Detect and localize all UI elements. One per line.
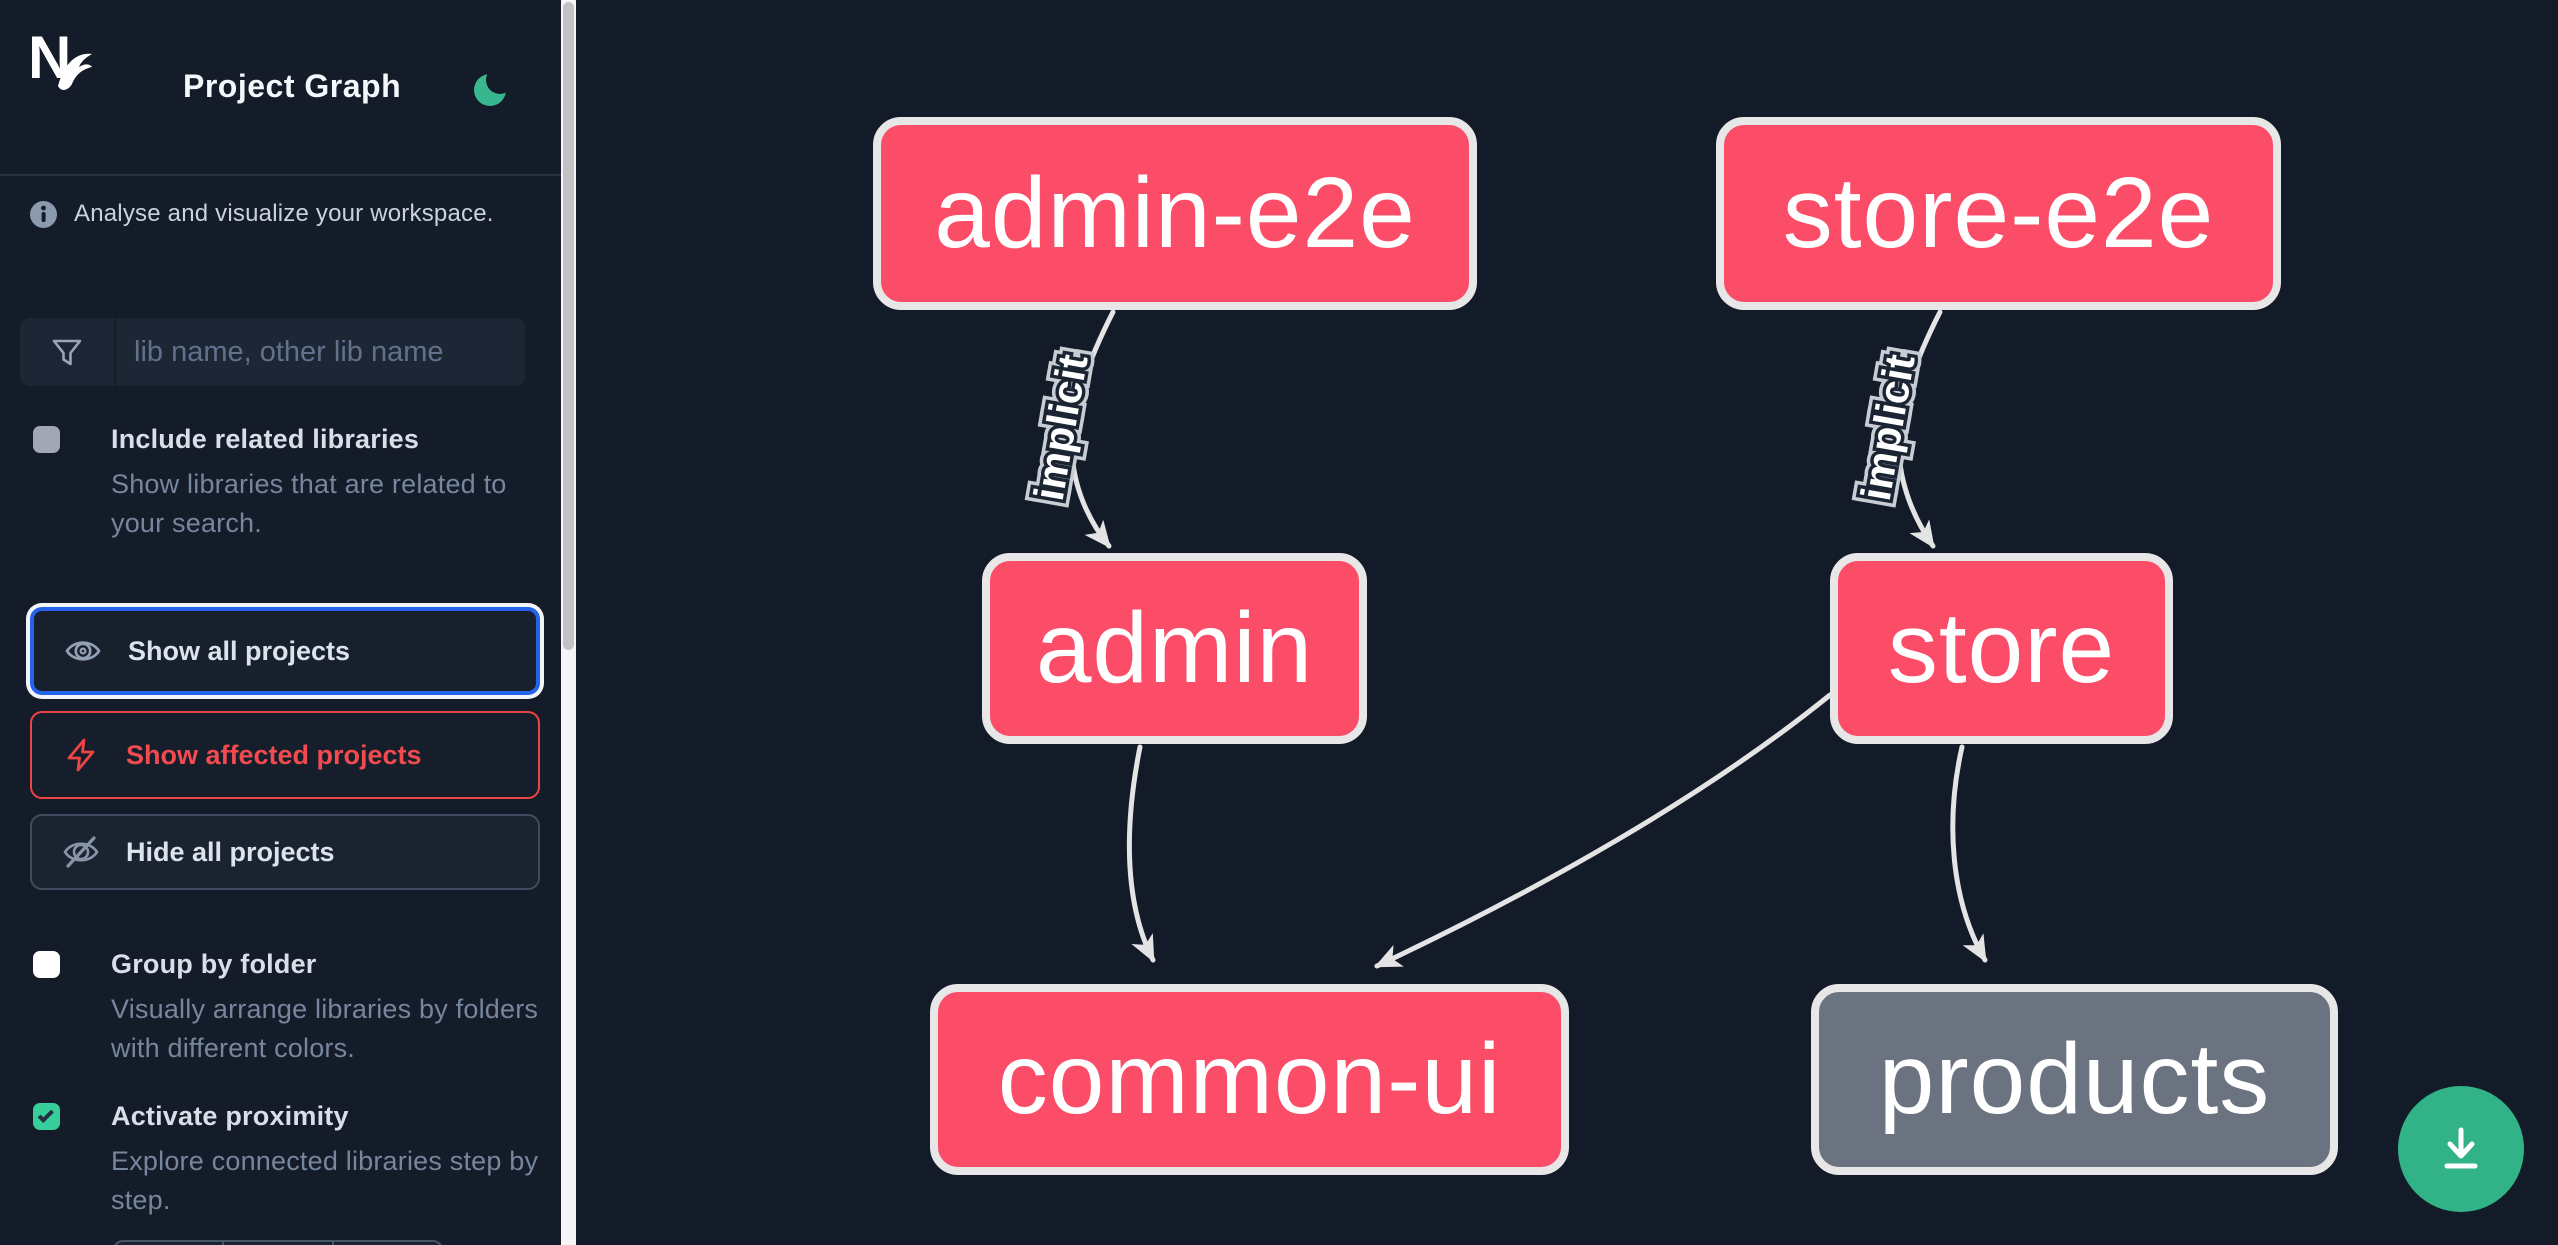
node-label: admin (1035, 592, 1314, 704)
bolt-icon (62, 736, 100, 774)
checkbox-label: Activate proximity (111, 1101, 349, 1131)
node-label: store-e2e (1782, 157, 2215, 269)
eye-icon (64, 632, 102, 670)
edge-store-to-common-ui (1374, 692, 1833, 969)
graph-node-store-e2e[interactable]: store-e2e (1716, 117, 2281, 310)
checkbox-description: Explore connected libraries step by step… (111, 1146, 539, 1216)
node-label: store (1887, 592, 2116, 704)
hide-all-projects-button[interactable]: Hide all projects (30, 814, 540, 890)
show-affected-projects-button[interactable]: Show affected projects (30, 711, 540, 799)
edge-admin-e2e-to-admin (1069, 309, 1116, 549)
button-label: Show affected projects (126, 739, 422, 770)
node-label: products (1878, 1023, 2271, 1135)
info-icon (30, 200, 57, 228)
node-label: admin-e2e (934, 157, 1416, 269)
graph-node-store[interactable]: store (1830, 553, 2173, 744)
search-input[interactable] (116, 318, 525, 386)
download-image-button[interactable] (2398, 1086, 2524, 1212)
header-divider (0, 174, 561, 176)
graph-canvas[interactable]: implicit implicit implicit implicit admi… (576, 0, 2558, 1245)
edge-label-implicit: implicit (1852, 351, 1924, 504)
workspace-info: Analyse and visualize your workspace. (30, 200, 530, 228)
eye-off-icon (62, 833, 100, 871)
checkbox-group-by-folder[interactable]: Group by folder Visually arrange librari… (33, 949, 551, 1069)
checkbox-description: Visually arrange libraries by folders wi… (111, 994, 539, 1064)
graph-node-admin[interactable]: admin (982, 553, 1367, 744)
button-label: Show all projects (128, 635, 351, 666)
checkbox-unchecked-icon[interactable] (33, 951, 60, 978)
checkbox-label: Group by folder (111, 949, 317, 979)
graph-node-admin-e2e[interactable]: admin-e2e (873, 117, 1477, 310)
info-text: Analyse and visualize your workspace. (74, 200, 494, 227)
edge-store-to-products (1950, 744, 1988, 963)
button-label: Hide all projects (126, 836, 335, 867)
graph-node-products[interactable]: products (1811, 984, 2338, 1175)
sidebar-scrollbar-track[interactable] (561, 0, 576, 1245)
stepper-increment[interactable] (331, 1242, 441, 1245)
page-title: Project Graph (183, 68, 402, 104)
checkbox-description: Show libraries that are related to your … (111, 469, 507, 539)
nx-logo: N (28, 26, 93, 91)
edge-label-implicit: implicit (1025, 351, 1097, 504)
graph-node-common-ui[interactable]: common-ui (930, 984, 1569, 1175)
search-box (20, 318, 525, 386)
checkbox-checked-icon[interactable] (33, 1103, 60, 1130)
moon-icon[interactable] (472, 68, 512, 108)
sidebar-header: N Project Graph (0, 0, 561, 175)
sidebar-scrollbar-thumb[interactable] (563, 2, 574, 650)
filter-funnel-icon (20, 318, 116, 386)
graph-edges: implicit implicit implicit implicit (1018, 309, 1988, 969)
checkbox-activate-proximity[interactable]: Activate proximity Explore connected lib… (33, 1101, 551, 1221)
checkbox-label: Include related libraries (111, 424, 420, 454)
node-label: common-ui (997, 1023, 1502, 1135)
edge-store-e2e-to-store (1896, 309, 1943, 549)
checkbox-unchecked-icon[interactable] (33, 426, 60, 453)
stepper-value (222, 1242, 331, 1245)
edge-admin-to-common-ui (1126, 744, 1156, 963)
checkbox-include-related[interactable]: Include related libraries Show libraries… (33, 424, 551, 544)
sidebar: N Project Graph Analyse and visualize yo… (0, 0, 561, 1245)
proximity-stepper[interactable] (113, 1240, 443, 1245)
show-all-projects-button[interactable]: Show all projects (30, 607, 540, 695)
download-icon (2444, 1127, 2478, 1169)
